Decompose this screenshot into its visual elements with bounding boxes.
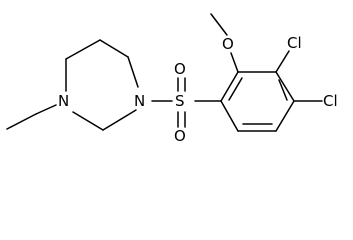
atom-sulfur: S xyxy=(175,92,185,110)
bond-ring-2 xyxy=(65,39,101,60)
atom-nitrogen-right: N xyxy=(134,92,145,110)
bond-benz-4 xyxy=(275,100,295,132)
bond-ring-6 xyxy=(72,111,104,131)
bond-benz-1 xyxy=(220,71,239,102)
bond-benz-3 xyxy=(275,71,295,102)
bond-ethyl-terminal xyxy=(6,113,37,130)
atom-oxygen-methoxy: O xyxy=(222,35,234,53)
atom-nitrogen-left: N xyxy=(58,92,69,110)
bond-benz-6 xyxy=(220,100,239,132)
bond-o-methyl xyxy=(210,13,228,36)
bond-benz-inner-2 xyxy=(278,79,288,101)
atom-chlorine-lower: Cl xyxy=(323,92,338,110)
bond-ring-o-methoxy xyxy=(230,52,239,73)
bond-benz-inner-1 xyxy=(228,77,243,101)
bond-ring-5 xyxy=(102,109,137,131)
structure-diagram: N N S O O O Cl Cl xyxy=(6,13,338,145)
atom-chlorine-upper: Cl xyxy=(287,34,302,52)
bond-ring-4 xyxy=(127,56,139,88)
molecule-drawing: N N S O O O Cl Cl xyxy=(6,13,338,145)
bond-ethyl-to-n xyxy=(35,104,57,115)
bond-ring-3 xyxy=(99,39,129,58)
atom-oxygen-top: O xyxy=(174,60,186,78)
bond-ring-cl-upper xyxy=(275,50,290,73)
atom-oxygen-bottom: O xyxy=(174,127,186,145)
